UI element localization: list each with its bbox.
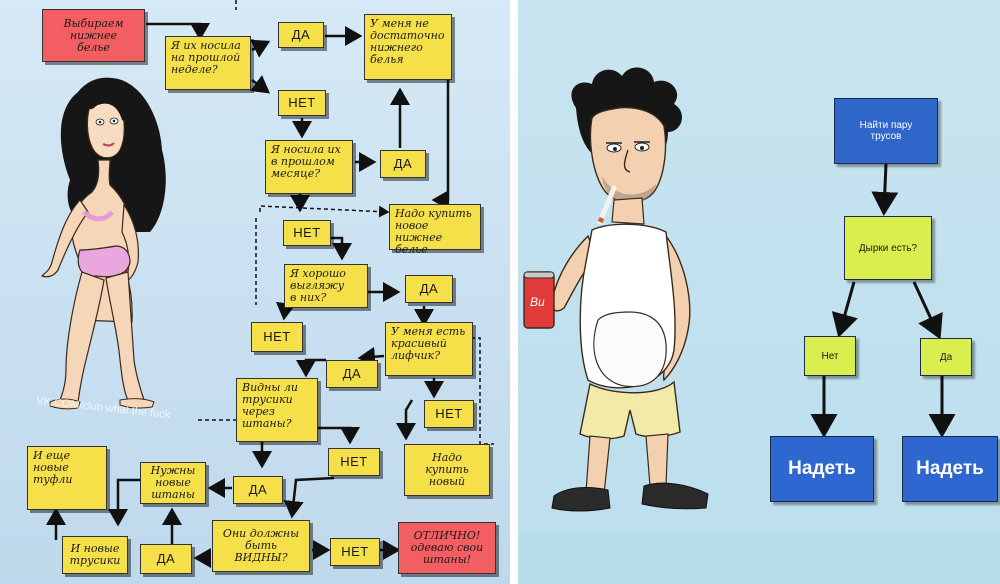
new-shoes-node: И еще новые туфли: [27, 446, 107, 510]
answer-yes-1: ДА: [278, 22, 324, 48]
new-panties-node: И новые трусики: [62, 536, 128, 574]
right-answer-yes: Да: [920, 338, 972, 376]
right-start-node: Найти пару трусов: [834, 98, 938, 164]
right-panel: Bu Найти пару трусов Дырки есть? Нет Да …: [518, 0, 1000, 584]
flow-arrows: [46, 0, 494, 568]
question-look-good: Я хорошо выгляжу в них?: [284, 264, 368, 308]
answer-yes-3: ДА: [405, 275, 453, 303]
right-result-yes: Надеть: [902, 436, 998, 502]
great-node: ОТЛИЧНО! одеваю свои штаны!: [398, 522, 496, 574]
question-nice-bra: У меня есть красивый лифчик?: [385, 322, 473, 376]
left-panel: Выбираем нижнее белье Я их носила на про…: [0, 0, 510, 584]
answer-no-2: НЕТ: [283, 220, 331, 246]
man-illustration: Bu: [523, 67, 709, 512]
answer-no-5: НЕТ: [328, 448, 380, 476]
right-flow-arrows: [810, 163, 956, 438]
answer-yes-6: ДА: [140, 544, 192, 574]
floor: [518, 532, 1000, 584]
question-last-month: Я носила их в прошлом месяце?: [265, 140, 353, 194]
start-node: Выбираем нижнее белье: [42, 9, 145, 62]
right-answer-no: Нет: [804, 336, 856, 376]
answer-no-1: НЕТ: [278, 90, 326, 116]
answer-no-6: НЕТ: [330, 538, 380, 566]
must-buy-node: Надо купить новое нижнее белье: [389, 204, 481, 256]
question-visible: Видны ли трусики через штаны?: [236, 378, 318, 442]
answer-yes-4: ДА: [326, 360, 378, 388]
not-enough-node: У меня не достаточно нижнего белья: [364, 14, 452, 80]
question-need-new: Нужны новые штаны: [140, 462, 206, 504]
answer-no-3: НЕТ: [251, 322, 303, 352]
question-must-be-visible: Они должны быть ВИДНЫ?: [212, 520, 310, 572]
buy-new-node: Надо купить новый: [404, 444, 490, 496]
answer-no-4: НЕТ: [424, 400, 474, 428]
question-last-week: Я их носила на прошлой неделе?: [165, 36, 251, 90]
right-question-node: Дырки есть?: [844, 216, 932, 280]
answer-yes-5: ДА: [233, 476, 283, 504]
woman-illustration: [40, 77, 166, 410]
can-label: Bu: [530, 295, 545, 309]
right-result-no: Надеть: [770, 436, 874, 502]
answer-yes-2: ДА: [380, 150, 426, 178]
